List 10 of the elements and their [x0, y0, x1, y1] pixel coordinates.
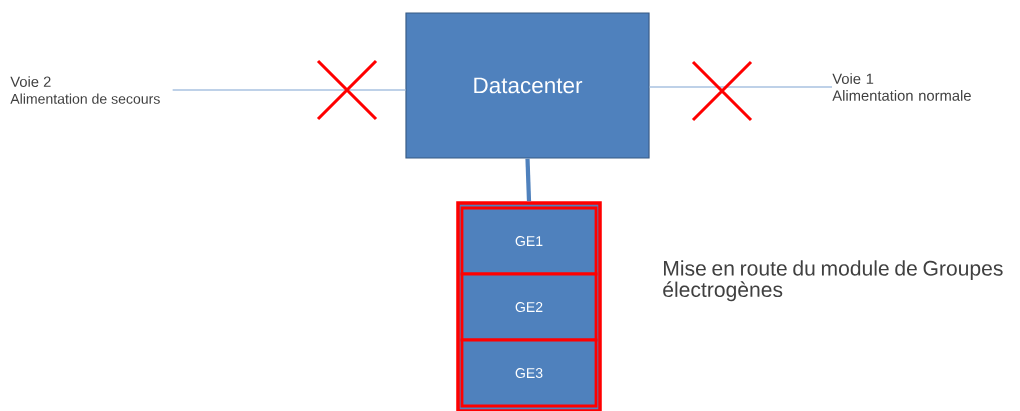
generator-box: GE1	[460, 206, 598, 276]
connector-line	[525, 158, 532, 202]
text-label: Voie 1 Alimentation normale	[832, 73, 971, 101]
generator-box: GE3	[460, 338, 598, 408]
connector-line	[648, 86, 833, 88]
generator-box: GE2	[460, 272, 598, 342]
datacenter-box: Datacenter	[405, 12, 650, 159]
caption-text: Mise en route du module de Groupes électrogènes	[663, 260, 1003, 302]
text-label: Voie 2 Alimentation de secours	[10, 76, 160, 104]
connector-line	[171, 89, 407, 91]
